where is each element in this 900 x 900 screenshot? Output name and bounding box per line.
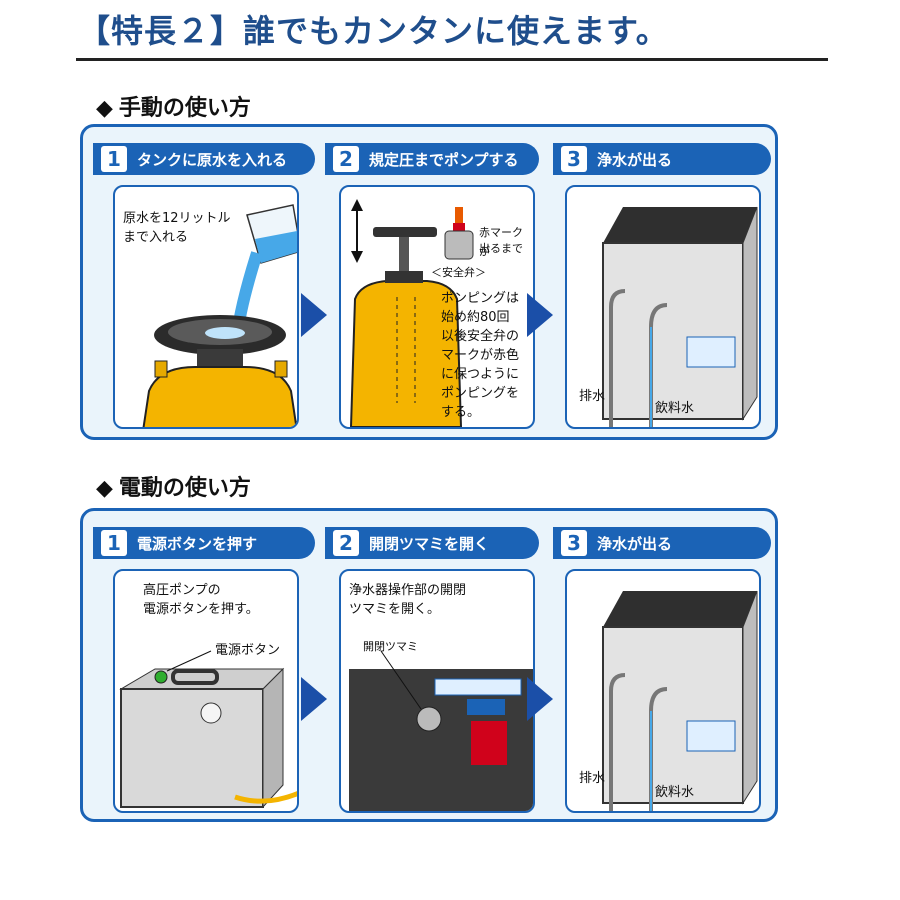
up-down-arrow-icon: [351, 199, 363, 263]
step2-note-line: ポンピングを: [441, 386, 520, 401]
step2-note-line: 始め約80回: [441, 310, 510, 325]
manual-step3-card: 排水 飲料水: [565, 185, 761, 429]
page-title: 【特長２】誰でもカンタンに使えます。: [78, 12, 669, 50]
measuring-cup-icon: [246, 204, 297, 264]
electric-step2-label: 2 開閉ツマミを開く: [325, 527, 539, 559]
step2-valve-label: ＜安全弁＞: [431, 266, 486, 279]
diamond-icon: ◆: [96, 96, 113, 121]
step3-drink-label: 飲料水: [655, 401, 695, 416]
arrow-right-icon: [301, 293, 327, 337]
electric-step3-card: 排水 飲料水: [565, 569, 761, 813]
step1-note-line2: 電源ボタンを押す。: [143, 602, 259, 617]
step-label-text: 開閉ツマミを開く: [369, 534, 490, 553]
arrow-right-icon: [301, 677, 327, 721]
tank-pour-illustration: [142, 204, 297, 427]
step1-note-line1: 高圧ポンプの: [143, 583, 221, 598]
step-number: 2: [333, 530, 359, 556]
step-number: 1: [101, 530, 127, 556]
safety-valve-icon: [444, 207, 474, 260]
step-label-text: 浄水が出る: [597, 150, 673, 169]
electric-step1-card: 高圧ポンプの 電源ボタンを押す。 電源ボタン: [113, 569, 299, 813]
step2-note-line: マークが赤色: [441, 348, 520, 363]
electric-step2-card: 浄水器操作部の開閉 ツマミを開く。 開閉ツマミ: [339, 569, 535, 813]
manual-step2-label: 2 規定圧までポンプする: [325, 143, 539, 175]
electric-step1-label: 1 電源ボタンを押す: [93, 527, 315, 559]
step2-note-line2: ツマミを開く。: [349, 602, 441, 617]
manual-step2-card: 赤マークが 出るまで ＜安全弁＞ ポンピングは 始め約80回 以後安全弁の マー…: [339, 185, 535, 429]
step-label-text: 規定圧までポンプする: [369, 150, 519, 169]
electric-heading-text: 電動の使い方: [118, 476, 251, 501]
arrow-right-icon: [527, 293, 553, 337]
step2-note-line: に保つように: [441, 367, 520, 382]
section-heading-electric: ◆電動の使い方: [96, 470, 251, 502]
manual-step3-label: 3 浄水が出る: [553, 143, 771, 175]
electric-step3-label: 3 浄水が出る: [553, 527, 771, 559]
step2-mark-line1: 赤マークが: [479, 226, 523, 258]
step-number: 3: [561, 146, 587, 172]
manual-panel: 1 タンクに原水を入れる 2 規定圧までポンプする 3 浄水が出る 原水を12リ…: [80, 124, 778, 440]
step2-note-line: 以後安全弁の: [441, 329, 520, 344]
power-button-label: 電源ボタン: [215, 643, 281, 658]
purifier-unit-illustration: [602, 590, 758, 811]
step2-note-line: ポンピングは: [441, 291, 520, 306]
step-label-text: 電源ボタンを押す: [137, 534, 258, 553]
control-panel-illustration: [349, 650, 533, 811]
step-number: 3: [561, 530, 587, 556]
manual-heading-text: 手動の使い方: [118, 96, 251, 121]
knob-label: 開閉ツマミ: [363, 640, 418, 653]
step-number: 1: [101, 146, 127, 172]
purifier-unit-illustration: [602, 206, 758, 427]
manual-step1-card: 原水を12リットル まで入れる: [113, 185, 299, 429]
manual-step1-label: 1 タンクに原水を入れる: [93, 143, 315, 175]
step2-note-line1: 浄水器操作部の開閉: [349, 583, 467, 598]
step2-mark-line2: 出るまで: [479, 242, 523, 255]
section-heading-manual: ◆手動の使い方: [96, 90, 251, 122]
step1-note-line2: まで入れる: [123, 230, 189, 245]
step3-drink-label: 飲料水: [655, 785, 695, 800]
title-rule: [76, 58, 828, 61]
pump-tank-illustration: [349, 199, 474, 427]
high-pressure-pump-illustration: [119, 650, 297, 809]
step-label-text: タンクに原水を入れる: [137, 150, 288, 169]
step-number: 2: [333, 146, 359, 172]
knob-icon: [416, 706, 442, 732]
power-button-icon: [154, 670, 168, 684]
arrow-right-icon: [527, 677, 553, 721]
step-label-text: 浄水が出る: [597, 534, 673, 553]
step3-drain-label: 排水: [579, 389, 606, 404]
electric-panel: 1 電源ボタンを押す 2 開閉ツマミを開く 3 浄水が出る 高圧ポンプの 電源ボ…: [80, 508, 778, 822]
step2-note: ポンピングは 始め約80回 以後安全弁の マークが赤色 に保つように ポンピング…: [441, 289, 519, 422]
diamond-icon: ◆: [96, 476, 113, 501]
step2-note-line: する。: [441, 405, 481, 420]
step3-drain-label: 排水: [579, 771, 606, 786]
step1-note-line1: 原水を12リットル: [123, 211, 231, 226]
